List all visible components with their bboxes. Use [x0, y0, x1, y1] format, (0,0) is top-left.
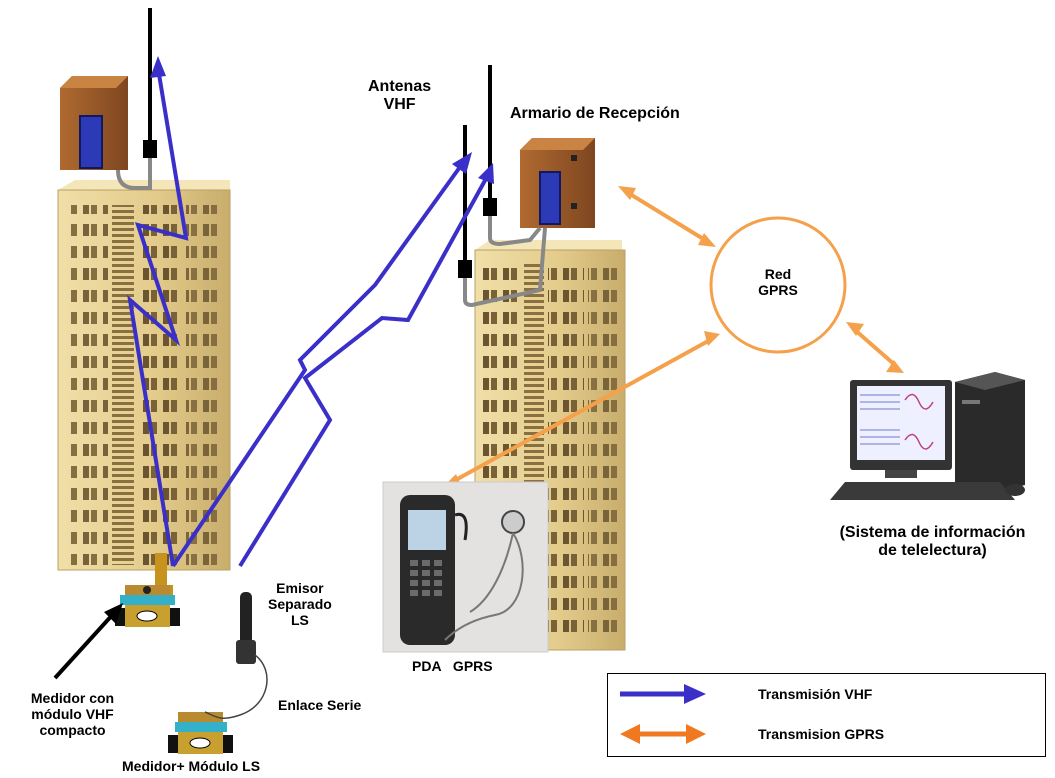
pda-photo: [382, 481, 549, 653]
medidor-vhf-line1: Medidor con: [30, 690, 115, 706]
legend-gprs-label: Transmision GPRS: [758, 726, 885, 742]
pda-label: PDA GPRS: [412, 658, 493, 674]
vhf-link-meter-to-antenna: [171, 158, 467, 568]
emisor-line2: Separado: [268, 596, 332, 613]
armario-label: Armario de Recepción: [510, 105, 680, 122]
enlace-label: Enlace Serie: [278, 697, 362, 713]
antenas-line2: VHF: [383, 96, 416, 114]
left-antenna: [116, 8, 157, 190]
right-cabinet: [520, 138, 595, 228]
legend-row-vhf: Transmisión VHF: [608, 676, 1045, 712]
right-building: [474, 240, 626, 651]
antenas-label: Antenas VHF: [368, 78, 431, 115]
vhf-transmission-links: [127, 56, 494, 568]
legend-vhf-label: Transmisión VHF: [758, 686, 873, 702]
meter-vhf-compact: [115, 553, 180, 627]
emitter-ls: [204, 592, 268, 719]
red-line1: Red: [764, 266, 792, 282]
legend-row-gprs: Transmision GPRS: [608, 716, 1045, 752]
vhf-link-left-building: [127, 67, 189, 567]
legend-vhf-arrow-icon: [620, 684, 706, 704]
pointer-arrow: [53, 603, 123, 680]
legend: Transmisión VHF Transmision GPRS: [607, 673, 1046, 757]
vhf-link-emitter-to-antenna: [238, 174, 490, 568]
gprs-network-circle: [709, 216, 847, 354]
medidor-vhf-line3: compacto: [39, 722, 106, 739]
emisor-label: Emisor Separado LS: [268, 580, 332, 628]
medidor-vhf-line2: módulo VHF: [31, 706, 114, 723]
sistema-label: (Sistema de información de telelectura): [820, 524, 1045, 561]
emisor-line1: Emisor: [276, 580, 324, 596]
legend-gprs-arrow-icon: [620, 724, 706, 744]
gprs-network: [442, 186, 904, 488]
medidor-ls-label: Medidor+ Módulo LS: [122, 758, 261, 774]
antenas-line1: Antenas: [368, 78, 432, 95]
sistema-line1: (Sistema de información: [839, 524, 1026, 541]
red-line2: GPRS: [758, 282, 798, 299]
meter-ls: [168, 712, 233, 754]
sistema-line2: de telelectura): [878, 542, 987, 560]
left-cabinet: [60, 76, 128, 170]
computer-icon: [830, 372, 1025, 500]
medidor-vhf-label: Medidor con módulo VHF compacto: [5, 690, 140, 738]
red-gprs-label: Red GPRS: [748, 266, 808, 298]
emisor-line3: LS: [290, 612, 309, 629]
